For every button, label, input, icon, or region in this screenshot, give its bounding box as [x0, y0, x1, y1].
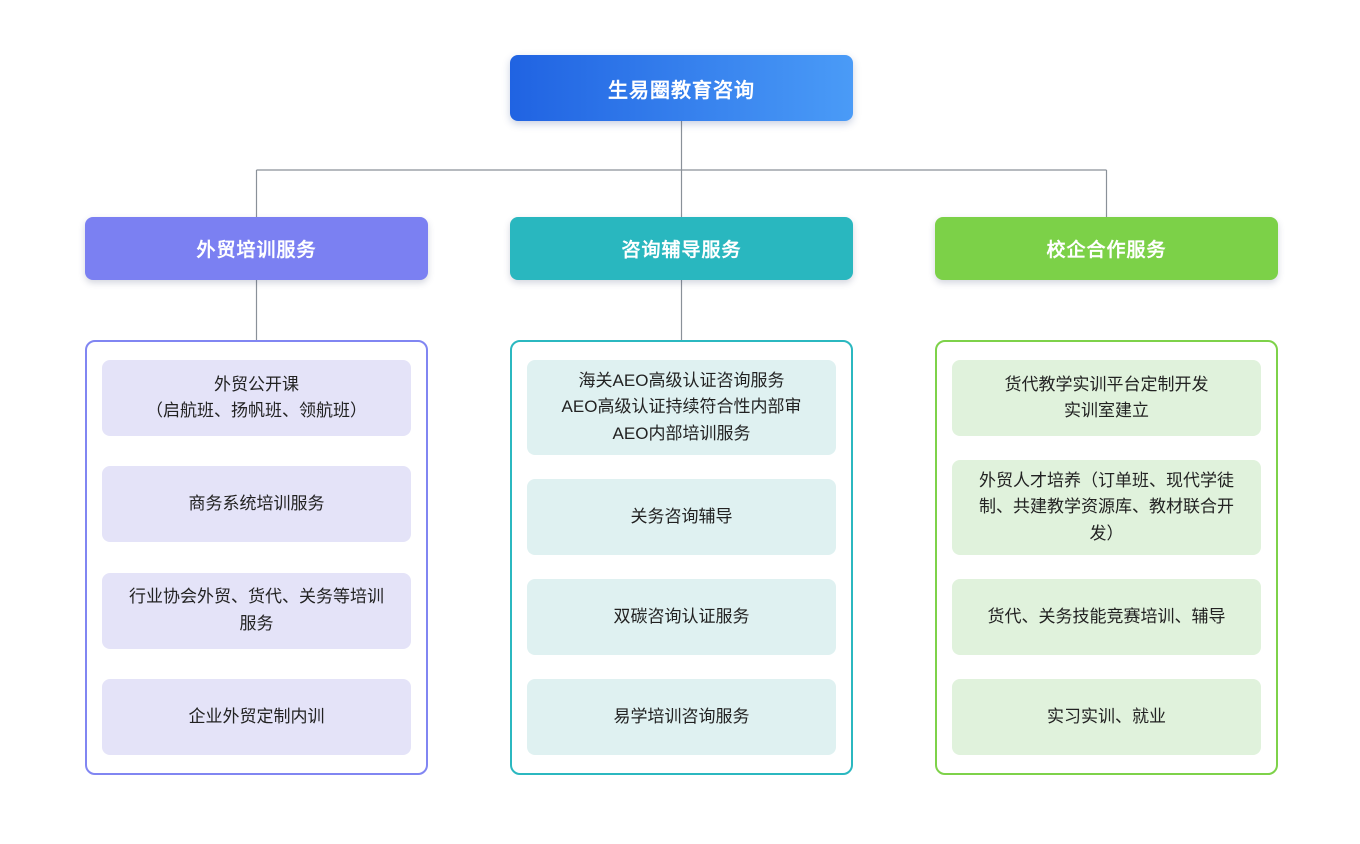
service-item: 行业协会外贸、货代、关务等培训服务: [102, 572, 411, 649]
branch-header: 外贸培训服务: [85, 217, 428, 280]
root-node: 生易圈教育咨询: [510, 55, 853, 121]
service-item: 商务系统培训服务: [102, 466, 411, 543]
branch-header: 咨询辅导服务: [510, 217, 853, 280]
branch-consulting-coaching: 咨询辅导服务 海关AEO高级认证咨询服务 AEO高级认证持续符合性内部审 AEO…: [510, 217, 853, 775]
branch-school-enterprise-cooperation: 校企合作服务 货代教学实训平台定制开发 实训室建立 外贸人才培养（订单班、现代学…: [935, 217, 1278, 775]
service-item: 双碳咨询认证服务: [527, 579, 836, 655]
service-item: 外贸公开课 （启航班、扬帆班、领航班）: [102, 360, 411, 436]
branch-items-container: 货代教学实训平台定制开发 实训室建立 外贸人才培养（订单班、现代学徒制、共建教学…: [935, 340, 1278, 775]
branch-items-container: 外贸公开课 （启航班、扬帆班、领航班） 商务系统培训服务 行业协会外贸、货代、关…: [85, 340, 428, 775]
service-item: 易学培训咨询服务: [527, 678, 836, 755]
service-item: 关务咨询辅导: [527, 479, 836, 556]
service-item: 货代教学实训平台定制开发 实训室建立: [952, 360, 1261, 436]
service-item: 海关AEO高级认证咨询服务 AEO高级认证持续符合性内部审 AEO内部培训服务: [527, 360, 836, 456]
service-item: 实习实训、就业: [952, 678, 1261, 755]
service-item: 企业外贸定制内训: [102, 678, 411, 755]
service-item: 外贸人才培养（订单班、现代学徒制、共建教学资源库、教材联合开发）: [952, 459, 1261, 556]
branch-header: 校企合作服务: [935, 217, 1278, 280]
service-item: 货代、关务技能竞赛培训、辅导: [952, 579, 1261, 655]
branch-foreign-trade-training: 外贸培训服务 外贸公开课 （启航班、扬帆班、领航班） 商务系统培训服务 行业协会…: [85, 217, 428, 775]
branch-items-container: 海关AEO高级认证咨询服务 AEO高级认证持续符合性内部审 AEO内部培训服务 …: [510, 340, 853, 775]
